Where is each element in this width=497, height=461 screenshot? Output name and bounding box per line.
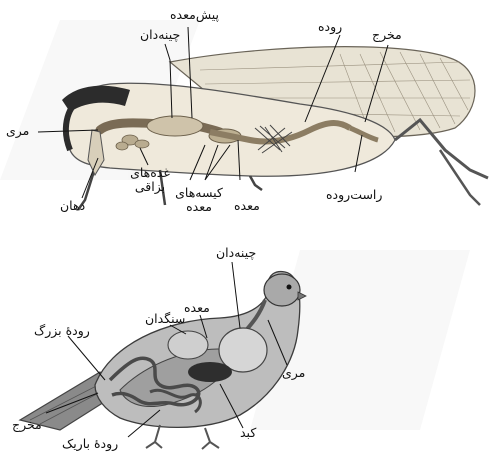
- label-gastric-caeca-line1: کیسه‌های: [172, 186, 226, 200]
- label-dahan: دهان: [60, 199, 85, 213]
- label-rudeh-barik: رودهٔ باریک: [62, 437, 118, 451]
- label-pish-medeh: پیش‌معده: [170, 8, 219, 22]
- label-salivary-glands-line1: غده‌های: [130, 166, 170, 180]
- label-rudeh: روده: [318, 20, 342, 34]
- label-kabed: کبد: [240, 426, 256, 440]
- label-makhraj-pigeon: مخرج: [12, 418, 42, 432]
- label-medeh-grasshopper: معده: [234, 199, 260, 213]
- label-meri-pigeon: مری: [282, 366, 305, 380]
- label-rast-rudeh: راست‌روده: [326, 188, 382, 202]
- label-chineh-dan-grasshopper: چینه‌دان: [140, 28, 180, 42]
- label-meri-grasshopper: مری: [6, 124, 29, 138]
- label-sangdan: سنگدان: [145, 312, 185, 326]
- label-gastric-caeca-line2: معده: [172, 200, 226, 214]
- label-makhraj-grasshopper: مخرج: [372, 28, 402, 42]
- label-salivary-glands: غده‌های بزاقی: [130, 166, 170, 194]
- label-rudeh-bozorg: رودهٔ بزرگ: [34, 324, 90, 338]
- label-salivary-glands-line2: بزاقی: [130, 180, 170, 194]
- label-medeh-pigeon: معده: [184, 301, 210, 315]
- label-gastric-caeca: کیسه‌های معده: [172, 186, 226, 214]
- label-chineh-dan-pigeon: چینه‌دان: [216, 246, 256, 260]
